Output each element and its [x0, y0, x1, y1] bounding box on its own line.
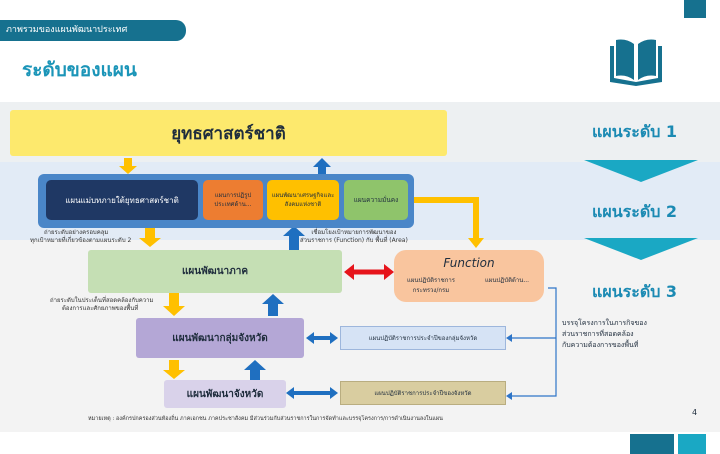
province-cluster-plan-box: แผนพัฒนากลุ่มจังหวัด: [136, 318, 304, 358]
link-note-line2: ส่วนราชการ (Function) กับ พื้นที่ (Area): [300, 237, 408, 244]
province-action-plan-box: แผนปฏิบัติราชการประจำปีของจังหวัด: [340, 381, 506, 405]
translate-note-line1: ถ่ายระดับอย่างครอบคลุม: [44, 229, 109, 236]
right-note: บรรจุโครงการในภารกิจของ ส่วนราชการที่สอด…: [562, 318, 647, 351]
master-plan-box: แผนแม่บทภายใต้ยุทธศาสตร์ชาติ: [46, 180, 198, 220]
province-plan-box: แผนพัฒนาจังหวัด: [164, 380, 286, 408]
level-chevron-1: [584, 160, 698, 182]
translate-note: ถ่ายระดับอย่างครอบคลุม ทุกเป้าหมายที่เกี…: [30, 229, 131, 245]
bottom-decoration-1: [630, 434, 674, 454]
function-box: Function แผนปฏิบัติราชการ กระทรวง/กรม แผ…: [394, 250, 544, 302]
cluster-action-plan-box: แผนปฏิบัติราชการประจำปีของกลุ่มจังหวัด: [340, 326, 506, 350]
area-note-line2: ต้องการและศักยภาพของพื้นที่: [62, 305, 139, 312]
regional-plan-box: แผนพัฒนาภาค: [88, 250, 342, 293]
reform-plan-label: แผนการปฏิรูปประเทศด้าน...: [214, 192, 252, 208]
level1-label: แผนระดับ 1: [592, 122, 678, 141]
right-note-line1: บรรจุโครงการในภารกิจของ: [562, 319, 647, 327]
level-chevron-2: [584, 238, 698, 260]
cluster-action-plan-label: แผนปฏิบัติราชการประจำปีของกลุ่มจังหวัด: [368, 335, 478, 342]
area-note-line1: ถ่ายระดับในประเด็นที่สอดคล้องกับความ: [50, 297, 154, 304]
corner-decoration: [684, 0, 706, 18]
national-strategy-label: ยุทธศาสตร์ชาติ: [171, 123, 286, 144]
page-title: ระดับของแผน: [22, 59, 137, 81]
reform-plan-box: แผนการปฏิรูปประเทศด้าน...: [203, 180, 263, 220]
translate-note-line2: ทุกเป้าหมายที่เกี่ยวข้องตามแผนระดับ 2: [30, 237, 132, 244]
bottom-decoration-2: [678, 434, 706, 454]
nesdp-plan-label: แผนพัฒนาเศรษฐกิจและสังคมแห่งชาติ: [271, 192, 335, 208]
section-tab: ภาพรวมของแผนพัฒนาประเทศ: [0, 20, 186, 41]
right-note-line2: ส่วนราชการที่สอดคล้อง: [562, 330, 634, 338]
open-book-icon: [606, 36, 666, 88]
security-plan-label: แผนความมั่นคง: [353, 196, 399, 204]
function-right-label: แผนปฏิบัติด้าน...: [484, 277, 530, 284]
national-strategy-box: ยุทธศาสตร์ชาติ: [10, 110, 447, 156]
link-note: เชื่อมโยงเป้าหมายการพัฒนาของ ส่วนราชการ …: [300, 229, 408, 245]
function-left-label: แผนปฏิบัติราชการ กระทรวง/กรม: [407, 277, 455, 294]
footnote: หมายเหตุ : องค์กรปกครองส่วนท้องถิ่น ภาคเ…: [88, 416, 443, 422]
province-plan-label: แผนพัฒนาจังหวัด: [186, 388, 264, 400]
master-plan-label: แผนแม่บทภายใต้ยุทธศาสตร์ชาติ: [65, 195, 179, 205]
page-number: 4: [692, 408, 698, 417]
level3-label: แผนระดับ 3: [592, 282, 678, 301]
nesdp-plan-box: แผนพัฒนาเศรษฐกิจและสังคมแห่งชาติ: [267, 180, 339, 220]
area-note: ถ่ายระดับในประเด็นที่สอดคล้องกับความ ต้อ…: [50, 297, 154, 313]
level2-label: แผนระดับ 2: [592, 202, 678, 221]
right-note-line3: กับความต้องการของพื้นที่: [562, 341, 639, 349]
province-action-plan-label: แผนปฏิบัติราชการประจำปีของจังหวัด: [374, 390, 472, 397]
regional-plan-label: แผนพัฒนาภาค: [181, 266, 249, 277]
security-plan-box: แผนความมั่นคง: [344, 180, 408, 220]
function-title: Function: [443, 256, 495, 270]
link-note-line1: เชื่อมโยงเป้าหมายการพัฒนาของ: [311, 229, 397, 236]
province-cluster-plan-label: แผนพัฒนากลุ่มจังหวัด: [172, 332, 268, 344]
